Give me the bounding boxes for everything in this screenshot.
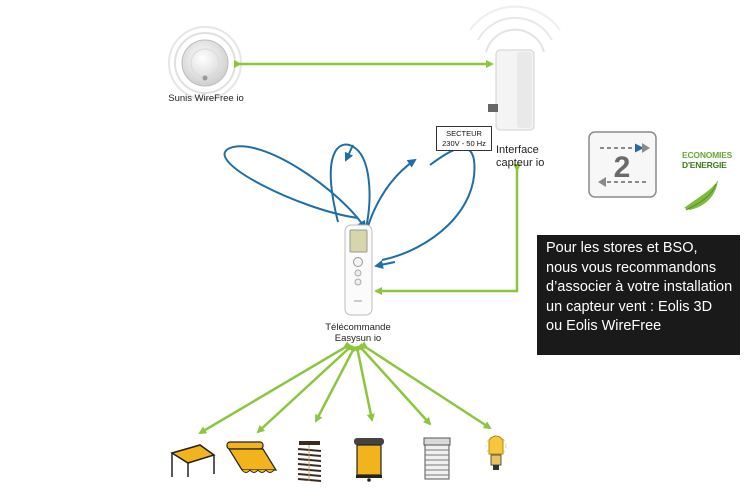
remote-label-line2: Easysun io (334, 333, 382, 344)
awning-pergola-icon (170, 444, 216, 477)
energy-saving-label: ECONOMIES D'ENERGIE (682, 150, 750, 170)
sensor-label: Sunis WireFree io (168, 93, 244, 104)
recommendation-box: Pour les stores et BSO, nous vous recomm… (537, 235, 740, 355)
interface-label: Interface capteur io (496, 144, 556, 170)
roller-blind-icon (354, 438, 384, 482)
interface-label-line2: capteur io (496, 157, 545, 169)
energy-saving-line1: ECONOMIES (682, 150, 733, 160)
interface-sensor-icon (469, 5, 561, 131)
awning-cassette-icon (226, 441, 278, 473)
venetian-blind-icon (297, 441, 322, 482)
recommendation-line: Pour les stores et BSO, (546, 240, 698, 256)
svg-text:2: 2 (614, 151, 631, 184)
remote-label: Télécommande Easysun io (318, 322, 398, 344)
mains-line2: 230V - 50 Hz (442, 139, 486, 148)
device-links (198, 341, 492, 435)
interface-remote-link (374, 164, 521, 295)
energy-saving-line2: D'ENERGIE (682, 160, 727, 170)
radio-loops (223, 143, 476, 269)
two-way-badge-icon: 2 (588, 131, 657, 198)
remote-label-line1: Télécommande (325, 322, 391, 333)
interface-label-line1: Interface (496, 144, 539, 156)
leaf-icon (684, 180, 718, 211)
sunis-sensor-icon (168, 26, 242, 100)
recommendation-line: ou Eolis WireFree (546, 318, 662, 334)
mains-power-label: SECTEUR 230V - 50 Hz (436, 126, 492, 151)
bulb-icon (485, 435, 507, 470)
shutter-icon (423, 437, 451, 480)
recommendation-line: un capteur vent : Eolis 3D (546, 298, 713, 315)
remote-control-icon (344, 224, 373, 316)
mains-line1: SECTEUR (446, 129, 482, 138)
recommendation-line: d’associer à votre installation (546, 279, 733, 295)
recommendation-line: nous vous recommandons (546, 259, 717, 276)
